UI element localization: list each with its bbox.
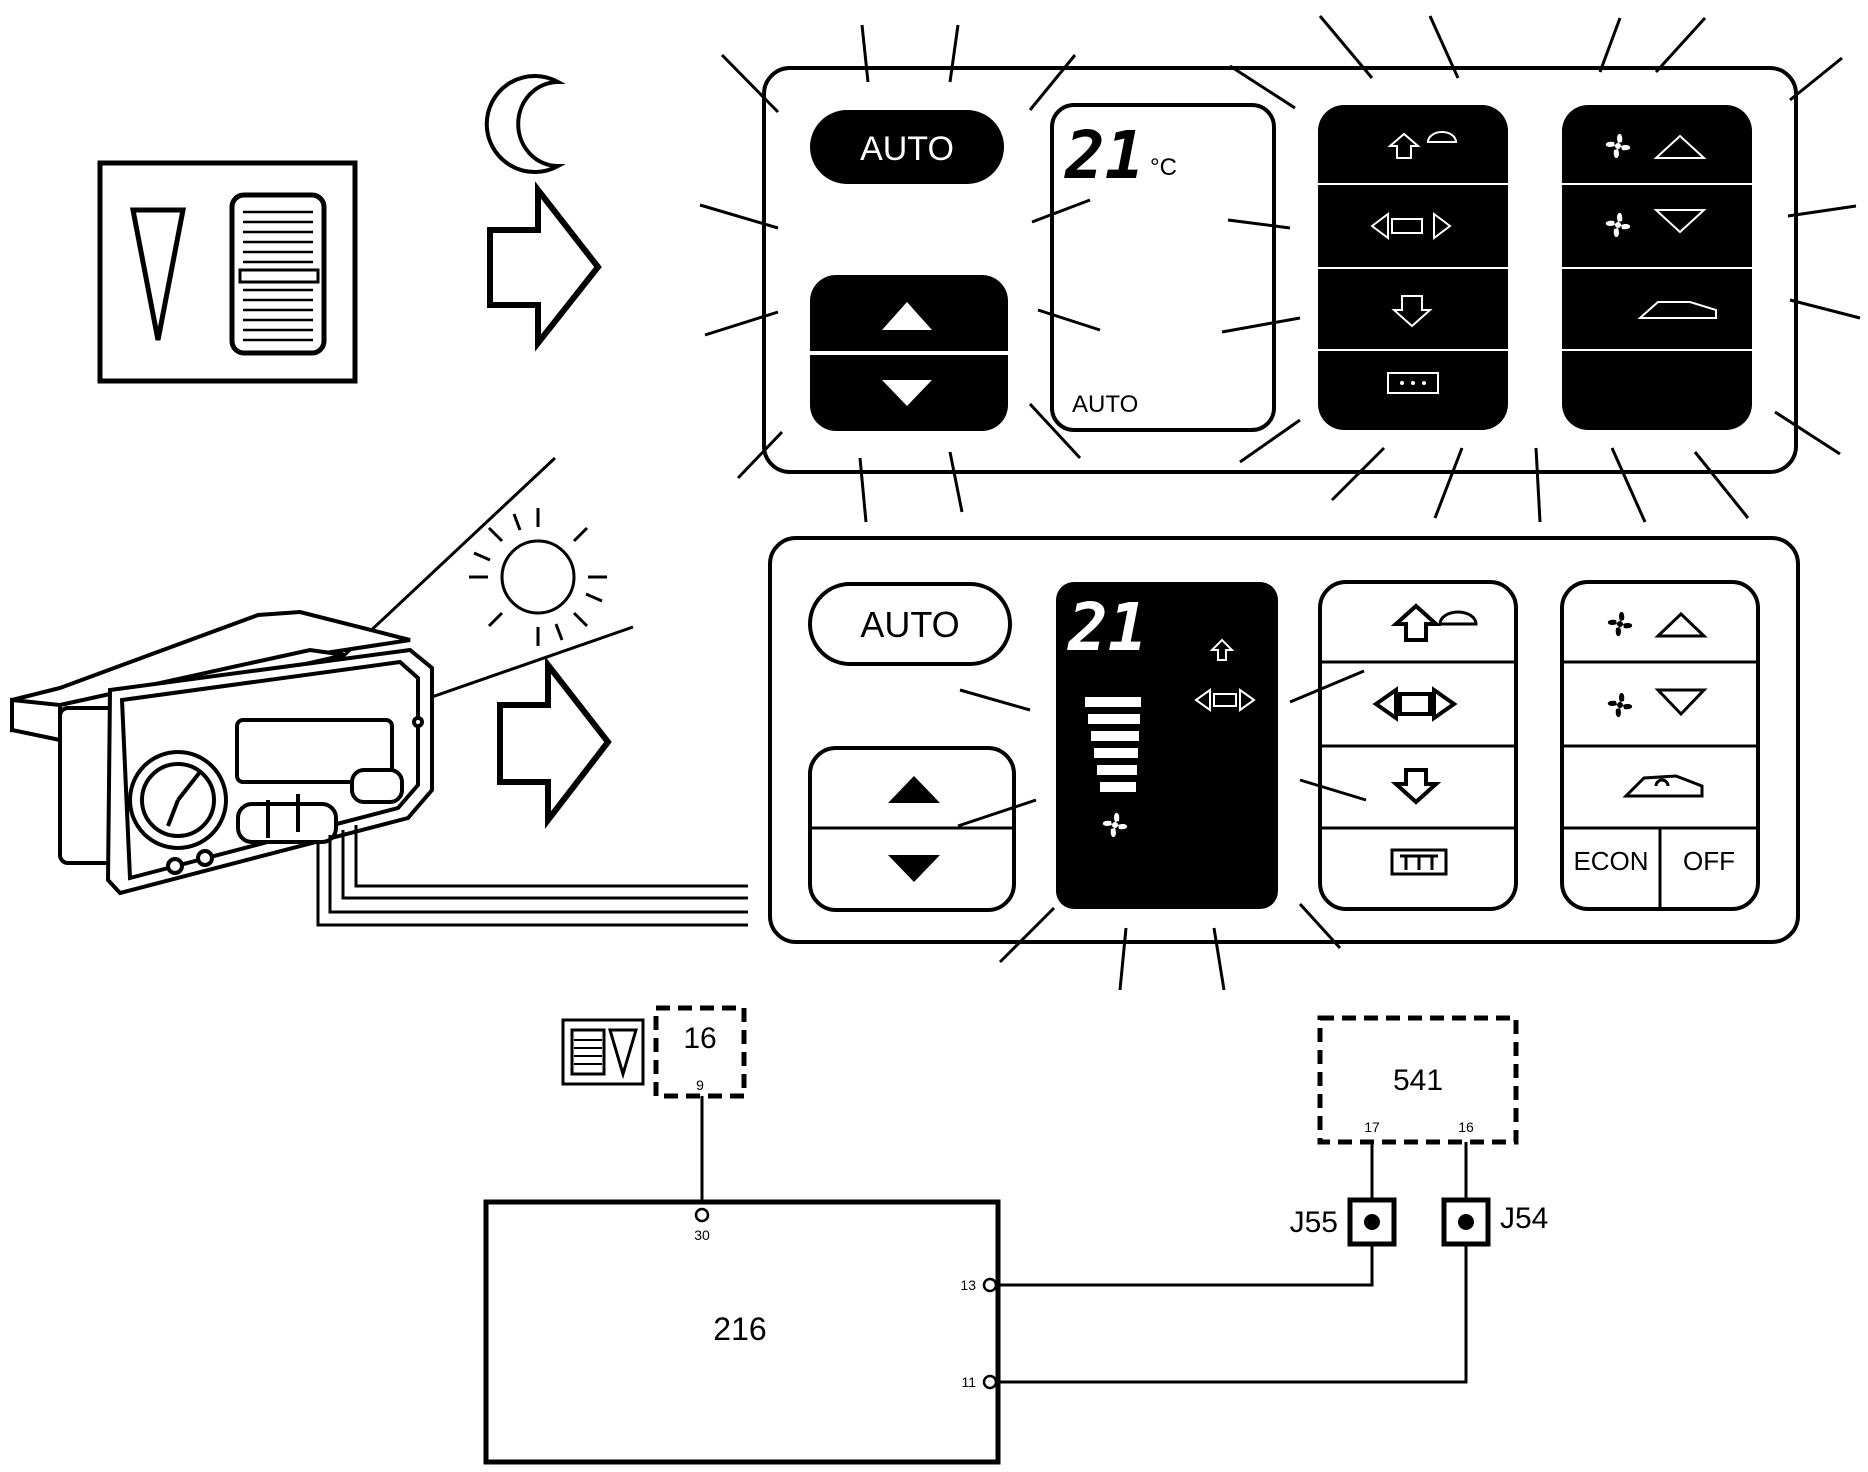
sun-icon bbox=[469, 508, 607, 646]
arrow-right-icon bbox=[487, 181, 602, 352]
control-pin-b-label: 11 bbox=[961, 1374, 976, 1390]
wiring-diagram: 16 9 30 216 13 11 541 17 16 J55 bbox=[483, 1005, 1548, 1465]
control-pin-dimmer-label: 30 bbox=[694, 1227, 710, 1243]
control-unit-label: 216 bbox=[713, 1311, 766, 1347]
control-pin-a-label: 13 bbox=[960, 1277, 976, 1293]
fan-up-icon[interactable] bbox=[1653, 134, 1707, 159]
connector-b bbox=[1441, 1197, 1491, 1247]
control-unit-box bbox=[483, 1199, 1001, 1465]
fan-up-icon[interactable] bbox=[1654, 611, 1708, 638]
fan-speed-bars bbox=[1085, 697, 1141, 792]
defrost-windscreen-icon[interactable] bbox=[1387, 131, 1458, 159]
temp-down-icon[interactable] bbox=[888, 855, 940, 882]
off-button[interactable]: OFF bbox=[1683, 846, 1735, 876]
foot-vent-icon[interactable] bbox=[1390, 768, 1442, 805]
moon-icon bbox=[484, 74, 559, 174]
dimmer-switch-icon bbox=[97, 160, 358, 384]
econ-button[interactable]: ECON bbox=[1573, 846, 1648, 876]
face-vent-icon[interactable] bbox=[1370, 212, 1452, 240]
dimmer-pin-label: 9 bbox=[696, 1077, 704, 1093]
recirculation-icon[interactable] bbox=[1622, 774, 1704, 798]
module-pin-a-label: 17 bbox=[1364, 1119, 1380, 1135]
temperature-stepper[interactable] bbox=[810, 275, 1008, 431]
auto-button-label: AUTO bbox=[860, 130, 954, 168]
day-display bbox=[1056, 582, 1278, 909]
display-temp-unit: °C bbox=[1150, 154, 1177, 181]
fan-down-icon[interactable] bbox=[1654, 688, 1708, 717]
dimmer-switch-icon bbox=[561, 1018, 645, 1086]
foot-vent-icon[interactable] bbox=[1391, 295, 1433, 328]
cable bbox=[316, 825, 748, 927]
air-distribution-buttons bbox=[1318, 105, 1508, 430]
module-box bbox=[1317, 1015, 1519, 1145]
night-display bbox=[1050, 103, 1276, 432]
defrost-windscreen-icon bbox=[1209, 638, 1235, 661]
dimmer-node-box bbox=[653, 1005, 747, 1099]
rear-defrost-icon[interactable] bbox=[1390, 848, 1448, 876]
connector-a bbox=[1347, 1197, 1397, 1247]
auto-button-label: AUTO bbox=[860, 604, 959, 645]
night-control-panel: AUTO 21 °C AUTO bbox=[699, 15, 1861, 523]
air-distribution-buttons bbox=[1318, 580, 1518, 911]
temp-down-icon[interactable] bbox=[882, 380, 932, 406]
day-control-panel: AUTO 21 bbox=[768, 536, 1800, 991]
module-pin-b-label: 16 bbox=[1458, 1119, 1474, 1135]
rear-defrost-icon[interactable] bbox=[1387, 372, 1439, 394]
temperature-stepper[interactable] bbox=[808, 746, 1016, 912]
auto-button[interactable] bbox=[810, 110, 1004, 184]
fan-buttons: ECON OFF bbox=[1560, 580, 1760, 911]
auto-button[interactable] bbox=[808, 582, 1012, 666]
face-vent-icon bbox=[1194, 688, 1256, 712]
module-label: 541 bbox=[1393, 1064, 1443, 1097]
arrow-right-icon bbox=[497, 656, 612, 829]
display-mode-label: AUTO bbox=[1072, 391, 1138, 418]
connector-b-label: J54 bbox=[1500, 1202, 1548, 1235]
defrost-windscreen-icon[interactable] bbox=[1390, 603, 1478, 642]
recirculation-icon[interactable] bbox=[1637, 301, 1717, 319]
face-vent-icon[interactable] bbox=[1372, 686, 1458, 722]
temp-up-icon[interactable] bbox=[888, 776, 940, 803]
fan-buttons bbox=[1562, 105, 1752, 430]
display-temperature: 21 bbox=[1067, 589, 1147, 666]
control-head-unit bbox=[10, 609, 434, 896]
temp-up-icon[interactable] bbox=[882, 302, 932, 330]
fan-down-icon[interactable] bbox=[1653, 209, 1707, 234]
display-temperature: 21 bbox=[1064, 117, 1144, 194]
connector-a-label: J55 bbox=[1290, 1206, 1338, 1239]
dimmer-node-label: 16 bbox=[683, 1022, 716, 1055]
